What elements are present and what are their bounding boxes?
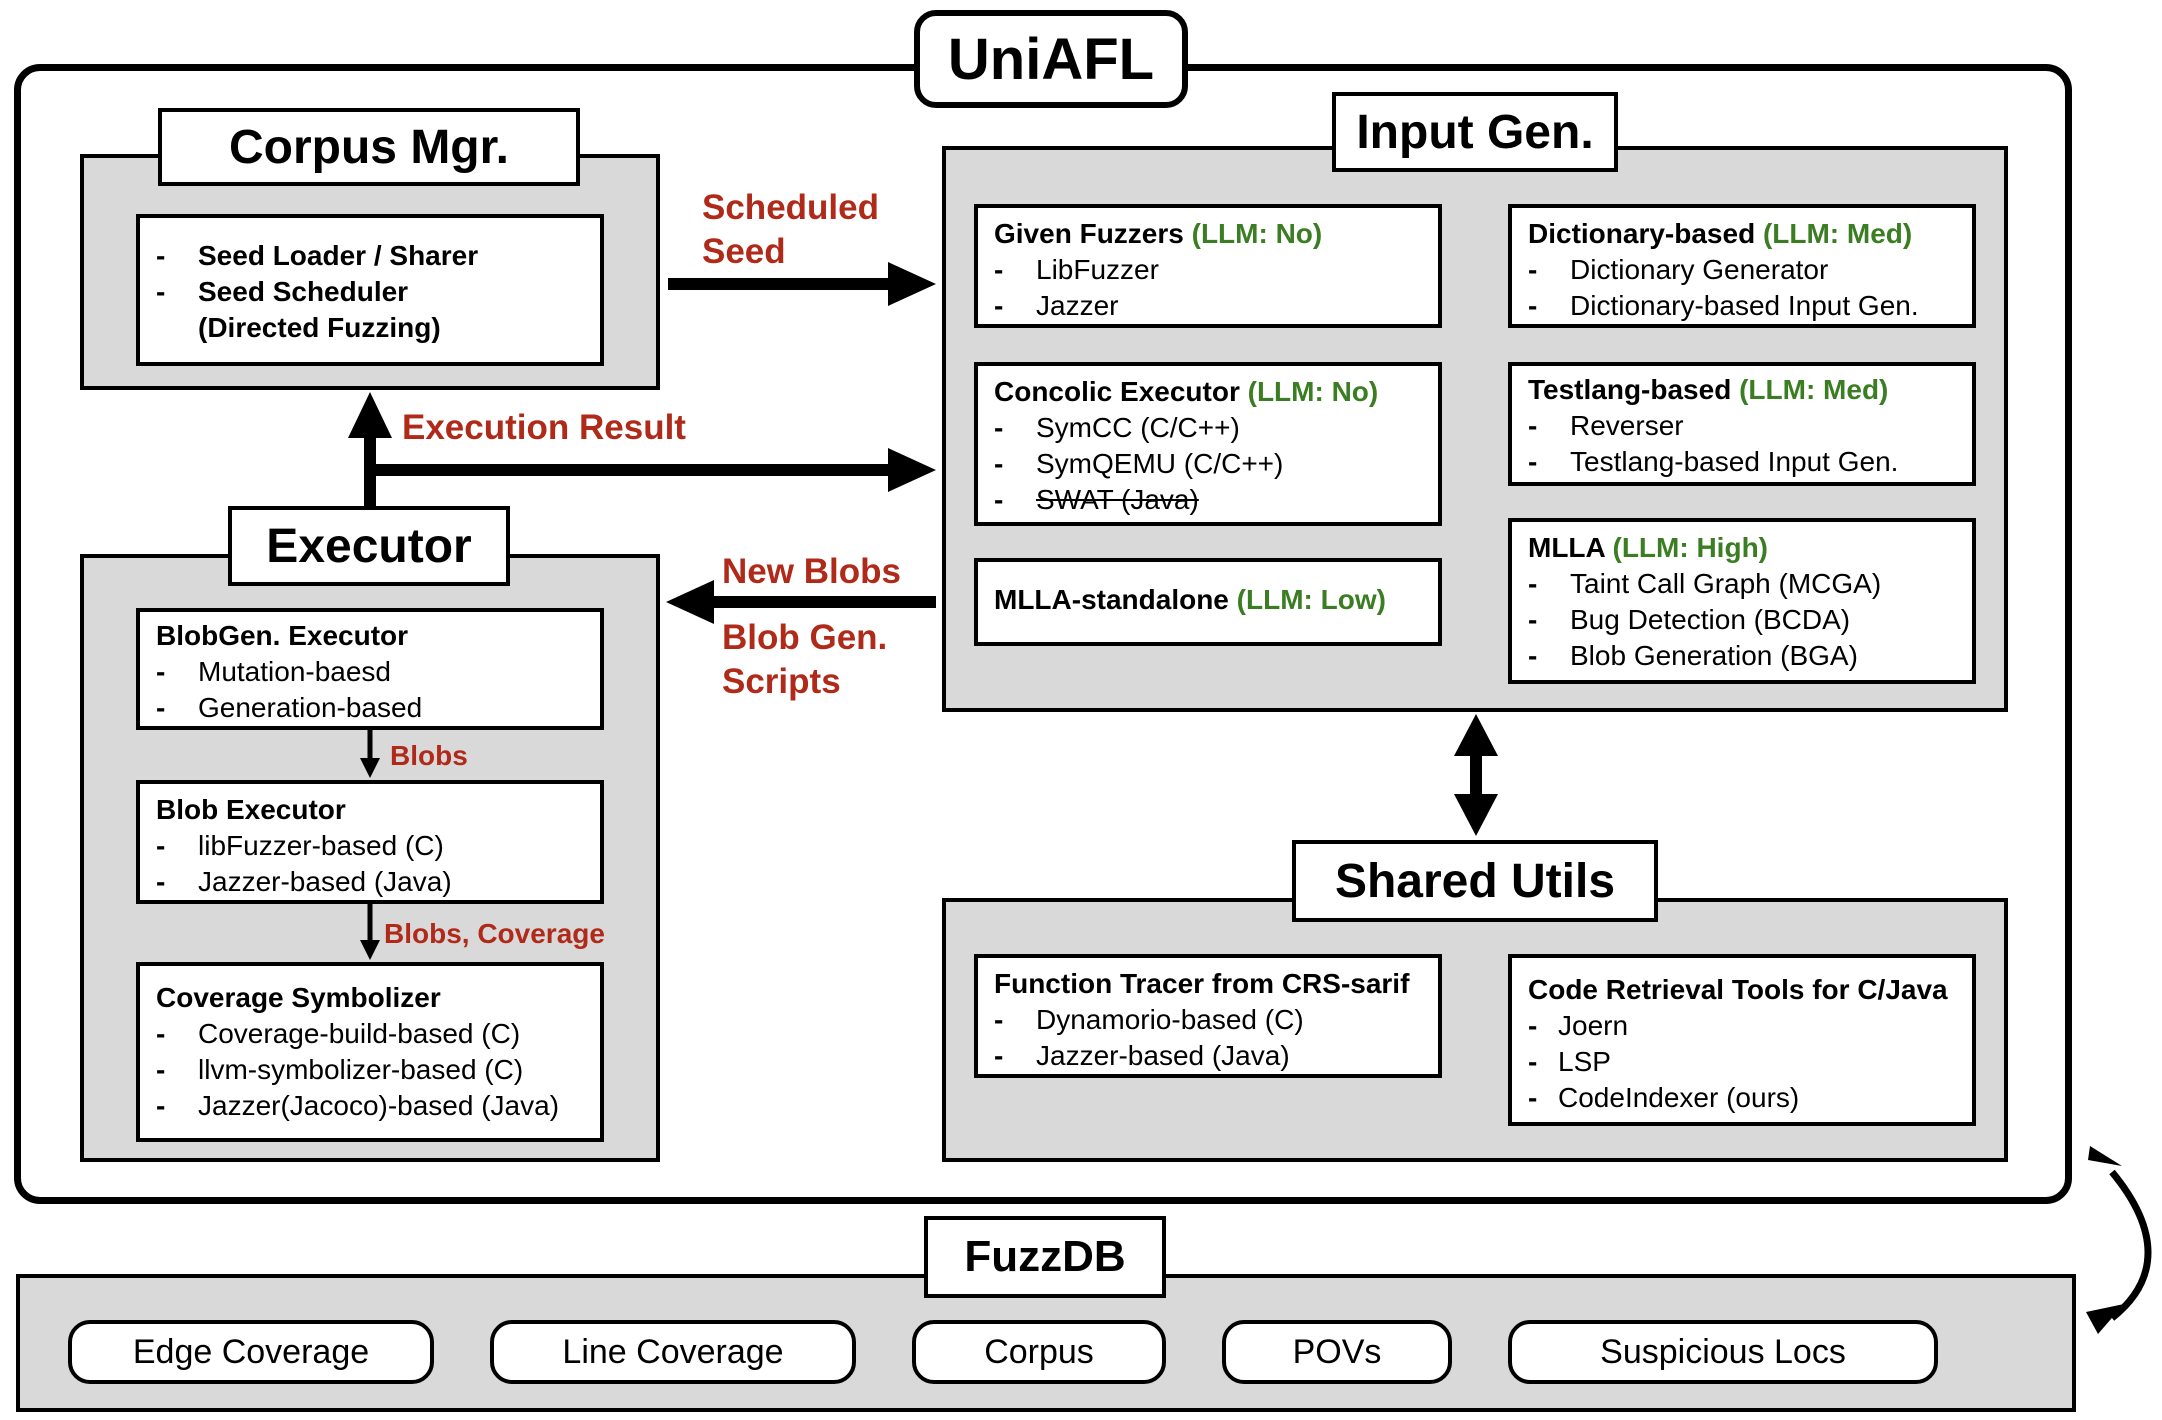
box-heading: BlobGen. Executor	[156, 620, 409, 651]
list-item: -LSP	[1528, 1046, 1611, 1077]
scheduled-seed-arrow	[668, 262, 936, 306]
list-item: -Dynamorio-based (C)	[994, 1004, 1304, 1035]
uniafl-title: UniAFL	[914, 10, 1188, 108]
fuzzdb-item-suspicious-locs: Suspicious Locs	[1508, 1320, 1938, 1384]
list-item-note: (Directed Fuzzing)	[198, 312, 441, 343]
scheduled-seed-label: Scheduled Seed	[702, 188, 879, 271]
corpus-mgr-title: Corpus Mgr.	[158, 108, 580, 186]
coverage-symbolizer-box: Coverage Symbolizer -Coverage-build-base…	[136, 962, 604, 1142]
fuzzdb-item-corpus: Corpus	[912, 1320, 1166, 1384]
box-heading: Coverage Symbolizer	[156, 982, 441, 1013]
list-item: -Jazzer(Jacoco)-based (Java)	[156, 1090, 560, 1121]
list-item: -libFuzzer-based (C)	[156, 830, 444, 861]
box-heading: Testlang-based (LLM: Med)	[1528, 374, 1889, 405]
blobs-arrow	[360, 730, 380, 778]
list-item: -Mutation-baesd	[156, 656, 392, 687]
fuzzdb-item-line-coverage: Line Coverage	[490, 1320, 856, 1384]
blob-gen-scripts-label: Blob Gen. Scripts	[722, 618, 888, 701]
list-item: -LibFuzzer	[994, 254, 1159, 285]
testlang-based-box: Testlang-based (LLM: Med) -Reverser -Tes…	[1508, 362, 1976, 486]
given-fuzzers-box: Given Fuzzers (LLM: No) -LibFuzzer -Jazz…	[974, 204, 1442, 328]
list-item: -Dictionary Generator	[1528, 254, 1829, 285]
list-item: -SymQEMU (C/C++)	[994, 448, 1284, 479]
mlla-standalone-box: MLLA-standalone (LLM: Low)	[974, 558, 1442, 646]
list-item: -Coverage-build-based (C)	[156, 1018, 521, 1049]
list-item: -Joern	[1528, 1010, 1629, 1041]
list-item: -Dictionary-based Input Gen.	[1528, 290, 1919, 321]
list-item: -Generation-based	[156, 692, 423, 723]
uniafl-fuzzdb-arrow	[2086, 1146, 2152, 1334]
fuzzdb-title: FuzzDB	[924, 1216, 1166, 1298]
list-item: -Reverser	[1528, 410, 1684, 441]
list-item: -Jazzer-based (Java)	[994, 1040, 1290, 1071]
input-gen-shared-utils-arrow	[1454, 714, 1498, 836]
list-item: -Bug Detection (BCDA)	[1528, 604, 1851, 635]
list-item: -llvm-symbolizer-based (C)	[156, 1054, 524, 1085]
list-item: -Blob Generation (BGA)	[1528, 640, 1858, 671]
list-item: -Jazzer-based (Java)	[156, 866, 452, 897]
blobs-coverage-arrow	[360, 904, 380, 960]
list-item: -Seed Loader / Sharer	[156, 240, 479, 271]
box-heading: Concolic Executor (LLM: No)	[994, 376, 1379, 407]
list-item: -Jazzer	[994, 290, 1119, 321]
mlla-box: MLLA (LLM: High) -Taint Call Graph (MCGA…	[1508, 518, 1976, 684]
blobs-coverage-label: Blobs, Coverage	[384, 918, 605, 949]
function-tracer-box: Function Tracer from CRS-sarif -Dynamori…	[974, 954, 1442, 1078]
execution-result-label: Execution Result	[402, 408, 686, 447]
list-item: -CodeIndexer (ours)	[1528, 1082, 1800, 1113]
list-item: -Taint Call Graph (MCGA)	[1528, 568, 1882, 599]
list-item: -Testlang-based Input Gen.	[1528, 446, 1899, 477]
concolic-executor-box: Concolic Executor (LLM: No) -SymCC (C/C+…	[974, 362, 1442, 526]
shared-utils-title: Shared Utils	[1292, 840, 1658, 922]
box-heading: MLLA-standalone (LLM: Low)	[994, 584, 1386, 615]
blobgen-executor-box: BlobGen. Executor -Mutation-baesd -Gener…	[136, 608, 604, 730]
blob-executor-box: Blob Executor -libFuzzer-based (C) -Jazz…	[136, 780, 604, 904]
input-gen-title: Input Gen.	[1332, 92, 1618, 172]
new-blobs-label: New Blobs	[722, 552, 901, 591]
new-blobs-arrow	[666, 580, 936, 624]
executor-title: Executor	[228, 506, 510, 586]
box-heading: MLLA (LLM: High)	[1528, 532, 1768, 563]
box-heading: Code Retrieval Tools for C/Java	[1528, 974, 1948, 1005]
execution-result-arrow	[348, 392, 936, 506]
blobs-label: Blobs	[390, 740, 468, 771]
fuzzdb-item-edge-coverage: Edge Coverage	[68, 1320, 434, 1384]
list-item: -Seed Scheduler	[156, 276, 409, 307]
dictionary-based-box: Dictionary-based (LLM: Med) -Dictionary …	[1508, 204, 1976, 328]
box-heading: Dictionary-based (LLM: Med)	[1528, 218, 1913, 249]
code-retrieval-box: Code Retrieval Tools for C/Java -Joern -…	[1508, 954, 1976, 1126]
box-heading: Function Tracer from CRS-sarif	[994, 968, 1410, 999]
fuzzdb-item-povs: POVs	[1222, 1320, 1452, 1384]
box-heading: Given Fuzzers (LLM: No)	[994, 218, 1323, 249]
list-item: -SymCC (C/C++)	[994, 412, 1240, 443]
box-heading: Blob Executor	[156, 794, 346, 825]
list-item-struck: -SWAT (Java)	[994, 484, 1199, 515]
corpus-mgr-box: -Seed Loader / Sharer -Seed Scheduler (D…	[136, 214, 604, 366]
